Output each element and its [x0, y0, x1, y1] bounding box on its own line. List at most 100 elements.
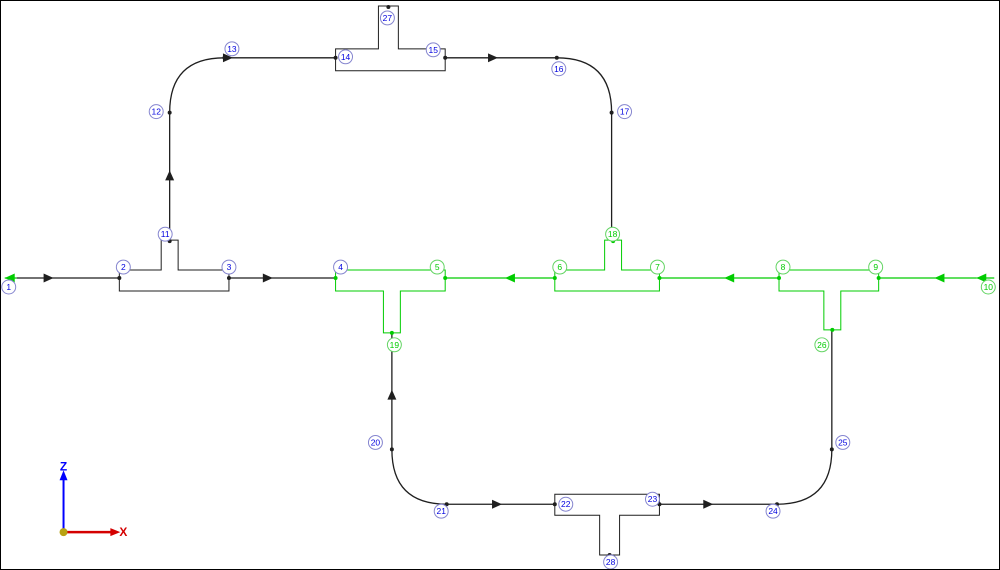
node-4-label: 4: [338, 262, 343, 272]
node-22-circle[interactable]: [558, 496, 574, 512]
node-11-circle[interactable]: [157, 226, 173, 242]
node-15-circle[interactable]: [425, 42, 441, 58]
axis-z-arrowhead-icon: [59, 470, 68, 481]
node-12-circle[interactable]: [148, 104, 164, 120]
tee-junction-27[interactable]: [335, 5, 446, 72]
connection-dot: [389, 330, 394, 335]
node-12-label: 12: [151, 107, 161, 117]
axis-origin-icon: [59, 528, 68, 537]
node-20-circle[interactable]: [367, 434, 383, 450]
flow-arrow: [387, 389, 397, 400]
connection-dot: [830, 327, 835, 332]
node-13-label: 13: [227, 44, 237, 54]
flow-arrow: [165, 170, 175, 181]
connection-dot: [333, 276, 338, 281]
pipe-19-to-22-lower-left[interactable]: [391, 332, 555, 505]
node-4-circle[interactable]: [333, 259, 349, 275]
node-2-label: 2: [121, 262, 126, 272]
connection-dot: [552, 502, 557, 507]
node-28-circle[interactable]: [603, 554, 619, 569]
node-26-label: 26: [817, 340, 827, 350]
node-16-label: 16: [554, 64, 564, 74]
junction-10-arrowhead: [976, 273, 987, 283]
tee-junction-11[interactable]: [118, 239, 230, 292]
node-9-label: 9: [873, 262, 878, 272]
node-24-label: 24: [768, 506, 778, 516]
flow-arrow: [703, 499, 714, 509]
node-17-label: 17: [620, 107, 630, 117]
junction-1-arrowhead: [4, 273, 15, 283]
node-3-label: 3: [227, 262, 232, 272]
connection-dot: [552, 276, 557, 281]
flow-arrow: [222, 53, 233, 63]
node-1-circle[interactable]: [1, 279, 17, 295]
connection-dot: [657, 276, 662, 281]
node-23-circle[interactable]: [644, 491, 660, 507]
axis-x-arrowhead-icon: [110, 528, 121, 537]
node-7-circle[interactable]: [649, 259, 665, 275]
flow-arrow: [492, 499, 502, 509]
connection-dot: [443, 55, 448, 60]
tee-junction-18[interactable]: [554, 239, 660, 292]
node-15-label: 15: [429, 45, 439, 55]
node-26-circle[interactable]: [814, 337, 830, 353]
node-2-circle[interactable]: [115, 259, 131, 275]
connection-dot: [167, 110, 172, 115]
node-5-circle[interactable]: [429, 259, 445, 275]
node-16-circle[interactable]: [551, 61, 567, 77]
connection-dot: [609, 110, 614, 115]
node-3-circle[interactable]: [221, 259, 237, 275]
flow-arrow: [43, 273, 54, 283]
flow-arrow: [724, 273, 735, 283]
pipe-15-to-18-upper-right[interactable]: [445, 57, 613, 242]
node-23-label: 23: [648, 494, 658, 504]
node-7-label: 7: [655, 262, 660, 272]
node-17-circle[interactable]: [617, 104, 633, 120]
tee-junction-19[interactable]: [335, 269, 446, 334]
node-25-label: 25: [838, 437, 848, 447]
node-10-label: 10: [984, 282, 994, 292]
flow-arrow: [488, 53, 499, 63]
axis-x-label: X: [119, 525, 127, 539]
tee-junction-26[interactable]: [778, 269, 880, 331]
node-20-label: 20: [371, 437, 381, 447]
node-19-circle[interactable]: [386, 337, 402, 353]
node-19-label: 19: [390, 340, 400, 350]
node-18-label: 18: [608, 229, 618, 239]
node-8-circle[interactable]: [775, 259, 791, 275]
connection-dot: [117, 276, 122, 281]
flow-arrow: [262, 273, 273, 283]
node-6-circle[interactable]: [552, 259, 568, 275]
axis-z-label: Z: [60, 459, 67, 473]
node-18-circle[interactable]: [605, 226, 621, 242]
connection-dot: [876, 276, 881, 281]
connection-dot: [829, 447, 834, 452]
node-27-circle[interactable]: [379, 10, 395, 26]
connection-dot: [554, 55, 559, 60]
node-5-label: 5: [435, 262, 440, 272]
connection-dot: [226, 276, 231, 281]
node-11-label: 11: [161, 229, 170, 239]
connection-dot: [386, 4, 391, 9]
node-24-circle[interactable]: [765, 503, 781, 519]
connection-dot: [443, 276, 448, 281]
flow-arrow: [504, 273, 515, 283]
node-22-label: 22: [561, 499, 571, 509]
pipe-11-to-14-upper-left[interactable]: [169, 57, 336, 242]
node-14-label: 14: [341, 52, 351, 62]
pipe-23-to-26-lower-right[interactable]: [659, 329, 833, 505]
connection-dot: [222, 55, 227, 60]
node-8-label: 8: [781, 262, 786, 272]
node-1-label: 1: [6, 282, 11, 292]
node-6-label: 6: [557, 262, 562, 272]
connection-dot: [389, 447, 394, 452]
node-14-circle[interactable]: [338, 49, 354, 65]
node-9-circle[interactable]: [868, 259, 884, 275]
flow-arrow: [934, 273, 945, 283]
node-25-circle[interactable]: [835, 434, 851, 450]
node-21-circle[interactable]: [433, 503, 449, 519]
node-10-circle[interactable]: [980, 279, 996, 295]
node-13-circle[interactable]: [224, 41, 240, 57]
